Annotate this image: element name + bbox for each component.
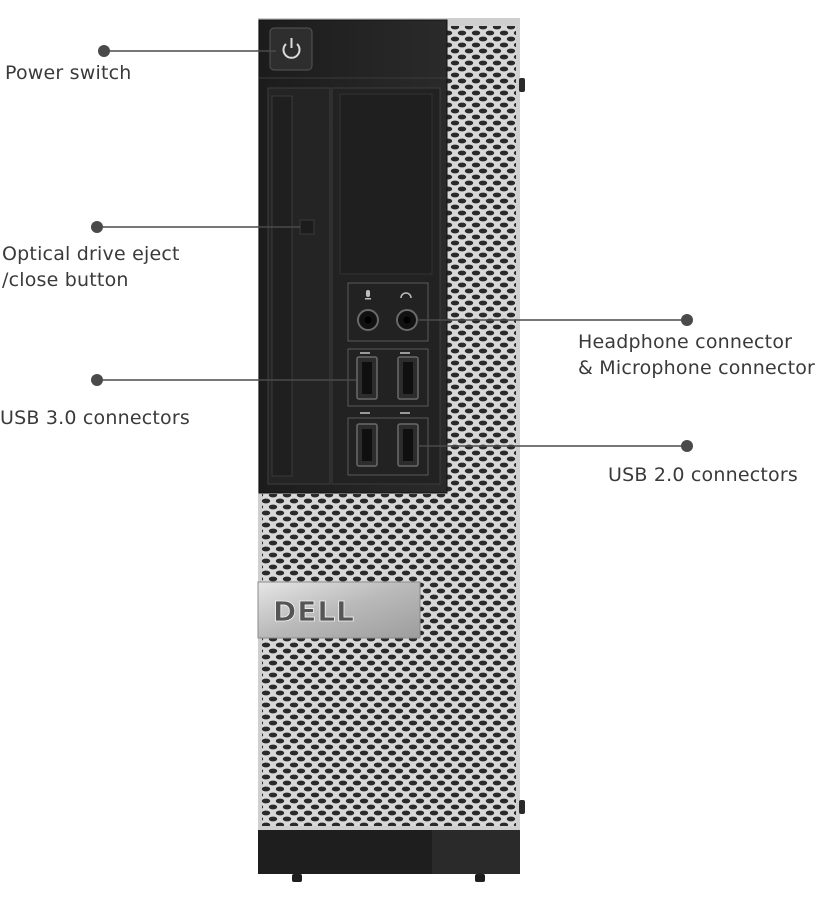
callout-dot-optical bbox=[91, 221, 103, 233]
chassis-foot-tab bbox=[519, 800, 525, 814]
mesh-grille-lower bbox=[262, 494, 516, 826]
chassis-foot-tab bbox=[519, 78, 525, 92]
callout-label-power-switch: Power switch bbox=[5, 62, 132, 84]
callout-label-audio-line2: & Microphone connector bbox=[578, 357, 816, 379]
callout-dot-power bbox=[98, 45, 110, 57]
usb3-port-group bbox=[347, 348, 429, 407]
optical-drive-eject-button[interactable] bbox=[299, 219, 315, 235]
optical-drive-tray bbox=[271, 95, 293, 477]
power-icon bbox=[282, 38, 301, 59]
callout-dot-audio bbox=[681, 314, 693, 326]
callout-dot-usb2 bbox=[681, 440, 693, 452]
callout-label-usb3: USB 3.0 connectors bbox=[0, 407, 190, 429]
headphone-icon bbox=[400, 292, 412, 299]
callout-dot-usb3 bbox=[91, 374, 103, 386]
callout-label-optical-eject-line1: Optical drive eject bbox=[2, 243, 180, 265]
usb-icon bbox=[360, 352, 410, 354]
dell-logo: DELL bbox=[273, 595, 355, 628]
usb-icon bbox=[360, 412, 410, 414]
microphone-icon bbox=[365, 290, 371, 300]
dell-badge bbox=[257, 581, 421, 639]
chassis-foot bbox=[475, 874, 485, 882]
chassis-foot bbox=[292, 874, 302, 882]
power-button[interactable] bbox=[269, 27, 313, 71]
callout-label-audio-line1: Headphone connector bbox=[578, 331, 793, 353]
callout-label-optical-eject-line2: /close button bbox=[2, 269, 129, 291]
audio-jack-group bbox=[347, 282, 429, 342]
callout-label-usb2: USB 2.0 connectors bbox=[608, 464, 798, 486]
